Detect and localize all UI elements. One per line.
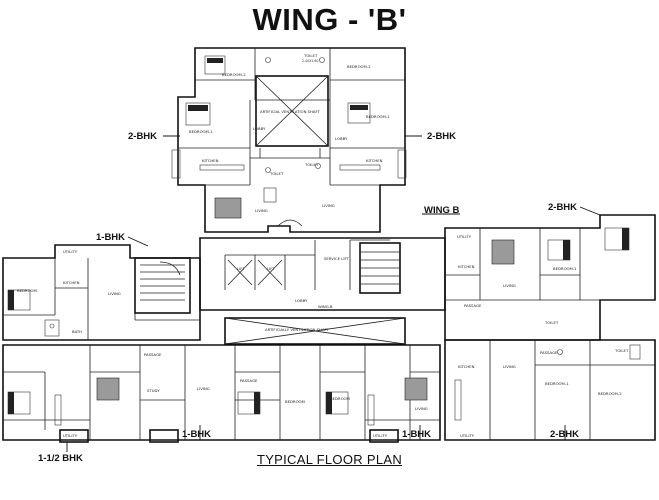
room-bedroom1-left: BEDROOM-1 bbox=[189, 129, 213, 134]
room-kitchen-left-top: KITCHEN bbox=[202, 158, 219, 163]
page-title: WING - 'B' bbox=[252, 2, 407, 37]
room-utility-bottom-2: UTILITY bbox=[373, 433, 388, 438]
label-top-right-2bhk: 2-BHK bbox=[427, 131, 456, 142]
room-service-lift: SERVICE LIFT bbox=[324, 256, 350, 261]
room-kitchen-right-top: KITCHEN bbox=[366, 158, 383, 163]
room-lobby-left: LOBBY bbox=[253, 126, 266, 131]
room-labels: BEDROOM-2 TOILET 2.40X1.60 BEDROOM-2 BED… bbox=[17, 53, 629, 438]
room-living-r1: LIVING bbox=[503, 283, 516, 288]
left-1bhk-unit bbox=[2, 244, 201, 341]
room-shaft-center: ARTIFICIALLY VENTILATION SHAFT bbox=[265, 327, 330, 332]
room-passage-b: PASSAGE bbox=[240, 378, 258, 383]
room-passage-1: PASSAGE bbox=[144, 352, 162, 357]
room-bedroom1-right: BEDROOM-1 bbox=[366, 114, 390, 119]
room-bedroom2-top: BEDROOM-2 bbox=[222, 72, 246, 77]
room-utility-r2: UTILITY bbox=[460, 433, 475, 438]
room-passage-r1: PASSAGE bbox=[464, 303, 482, 308]
room-lift-2: LIFT bbox=[267, 266, 275, 271]
room-bedroom-b1: BEDROOM bbox=[285, 399, 305, 404]
right-units bbox=[444, 214, 656, 441]
room-living-b1: LIVING bbox=[197, 386, 210, 391]
room-bedroom-b2: BEDROOM bbox=[330, 396, 350, 401]
room-kitchen-r1: KITCHEN bbox=[458, 264, 475, 269]
room-lobby-center: LOBBY bbox=[295, 298, 308, 303]
floor-plan-caption: TYPICAL FLOOR PLAN bbox=[256, 452, 403, 467]
room-bedroom2-r2: BEDROOM-2 bbox=[598, 391, 622, 396]
room-shaft-top: ARTIFICIAL VENTILATION SHAFT bbox=[260, 109, 321, 114]
room-toilet-r2: TOILET bbox=[614, 348, 629, 353]
room-bedroom-1bhk: BEDROOM bbox=[17, 288, 37, 293]
label-bottom-2bhk: 2-BHK bbox=[550, 429, 579, 440]
room-living-b2: LIVING bbox=[415, 406, 428, 411]
bottom-units bbox=[2, 344, 441, 443]
label-top-left-2bhk: 2-BHK bbox=[128, 131, 157, 142]
room-utility-bottom-1: UTILITY bbox=[63, 433, 78, 438]
room-lift-1: LIFT bbox=[237, 266, 245, 271]
room-utility-r1: UTILITY bbox=[457, 234, 472, 239]
room-study: STUDY bbox=[147, 388, 160, 393]
label-right-2bhk-top: 2-BHK bbox=[548, 202, 577, 213]
label-1-1-2-bhk: 1-1/2 BHK bbox=[38, 453, 83, 464]
room-toilet-r1: TOILET bbox=[544, 320, 559, 325]
room-kitchen-1bhk: KITCHEN bbox=[63, 280, 80, 285]
top-wing bbox=[171, 47, 407, 233]
room-bedroom2-top-right: BEDROOM-2 bbox=[347, 64, 371, 69]
label-bottom-1bhk-a: 1-BHK bbox=[182, 429, 211, 440]
room-toilet-top-dim: 2.40X1.60 bbox=[302, 59, 318, 63]
label-left-1bhk: 1-BHK bbox=[96, 232, 125, 243]
room-toilet-mid-left: TOILET bbox=[269, 171, 284, 176]
room-toilet-top: TOILET bbox=[303, 53, 318, 58]
room-utility-1bhk: UTILITY bbox=[63, 249, 78, 254]
room-wing-b-center: WING-B bbox=[318, 304, 333, 309]
label-wing-b: WING B bbox=[424, 205, 459, 216]
room-living-1bhk: LIVING bbox=[108, 291, 121, 296]
room-living-r2: LIVING bbox=[503, 364, 516, 369]
room-bedroom1-r2: BEDROOM-1 bbox=[545, 381, 569, 386]
label-bottom-1bhk-b: 1-BHK bbox=[402, 429, 431, 440]
room-bath-1bhk: BATH bbox=[72, 329, 82, 334]
room-toilet-mid-right: TOILET bbox=[304, 162, 319, 167]
room-living-top-left: LIVING bbox=[255, 208, 268, 213]
room-passage-r2: PASSAGE bbox=[540, 350, 558, 355]
room-bedroom1-r1: BEDROOM-1 bbox=[553, 266, 577, 271]
room-living-top-right: LIVING bbox=[322, 203, 335, 208]
room-kitchen-r2: KITCHEN bbox=[458, 364, 475, 369]
room-lobby-right: LOBBY bbox=[335, 136, 348, 141]
unit-labels: 2-BHK 2-BHK 1-BHK WING B 2-BHK 1-1/2 BHK… bbox=[38, 131, 601, 464]
